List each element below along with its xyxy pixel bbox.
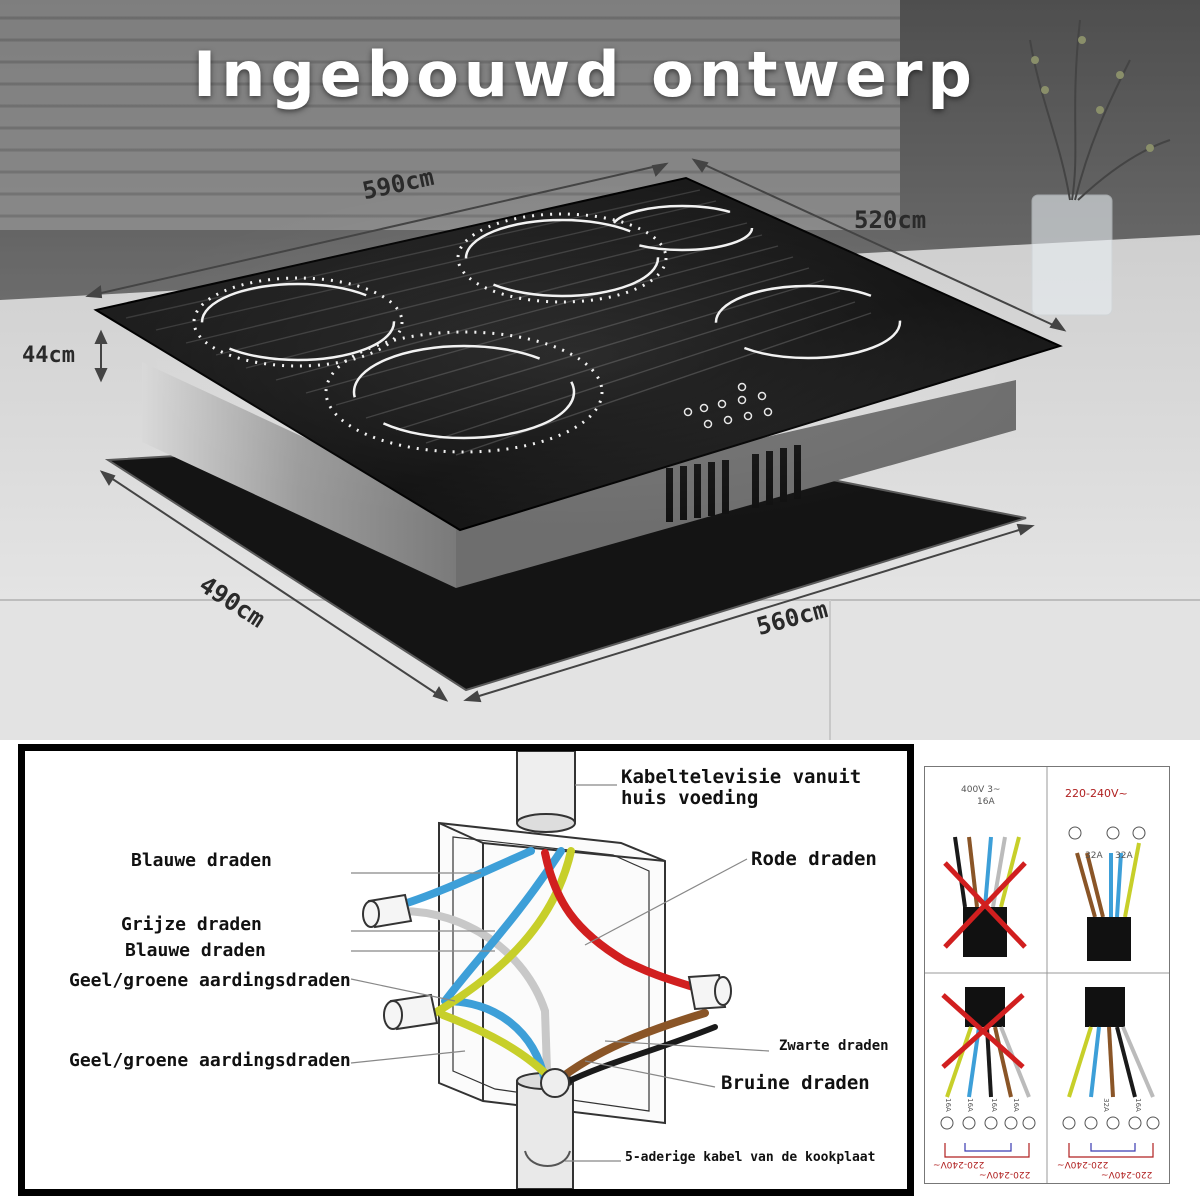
cable-gland [540, 1068, 570, 1098]
label-blue-wires-2: Blauwe draden [125, 940, 266, 961]
label-black-wires: Zwarte draden [779, 1038, 889, 1054]
hob-illustration [0, 0, 1200, 740]
cooking-zones [192, 204, 902, 454]
panel-top-left [943, 836, 1027, 957]
label-grey-wires: Grijze draden [121, 914, 262, 935]
dimension-arrows [85, 158, 1067, 703]
br-fuse-a: 32A [1101, 1098, 1110, 1112]
label-earth-wires-1: Geel/groene aardingsdraden [69, 970, 351, 991]
earth-wire-1 [431, 847, 575, 1017]
earth-wire-2 [439, 1011, 557, 1085]
label-brown-wires: Bruine draden [721, 1072, 870, 1094]
dim-top-depth: 520cm [854, 206, 927, 234]
label-hob-cable: 5-aderige kabel van de kookplaat [625, 1150, 876, 1165]
wire-connectors [362, 893, 732, 1031]
bl-fuse-b: 16A [965, 1098, 974, 1112]
bottom-voltage-3: 220-240V~ [1057, 1159, 1109, 1169]
dim-height: 44cm [22, 343, 75, 368]
tl-fuse: 16A [977, 797, 995, 807]
panel-bottom-right [1067, 987, 1155, 1158]
hob-conduit [516, 1080, 574, 1189]
leader-lines [350, 784, 770, 1162]
black-wire [562, 1024, 718, 1086]
page-title: Ingebouwd ontwerp [193, 38, 977, 111]
bl-fuse-c: 16A [989, 1098, 998, 1112]
tl-voltage: 400V 3~ [961, 785, 1001, 795]
zone-left [200, 282, 396, 362]
touch-controls [683, 382, 773, 429]
hob-installation-scene: Ingebouwd ontwerp 590cm 520cm 44cm 490cm… [0, 0, 1200, 740]
zone-back-right [610, 204, 754, 252]
zone-front [352, 344, 576, 440]
bl-fuse-a: 16A [943, 1098, 952, 1112]
junction-box-wiring-diagram: Kabeltelevisie vanuit huis voeding Blauw… [18, 744, 914, 1196]
blue-wire-upper [397, 847, 535, 909]
supply-conduit [516, 751, 576, 822]
connection-options-illustration [925, 767, 1169, 1183]
tr-fuse-a: 32A [1085, 851, 1103, 861]
wiring-illustration [350, 751, 770, 1189]
tr-voltage: 220-240V~ [1065, 787, 1128, 800]
panel-bottom-left [941, 987, 1031, 1158]
panel-top-right [1068, 826, 1146, 961]
connection-options-panel: 400V 3~ 16A 220-240V~ 32A 32A 16A 16A 16… [924, 766, 1170, 1184]
bl-fuse-d: 16A [1011, 1098, 1020, 1112]
bottom-voltage-1: 220-240V~ [933, 1159, 985, 1169]
red-wire [541, 849, 697, 991]
bottom-voltage-4: 220-240V~ [1101, 1169, 1153, 1179]
bottom-voltage-2: 220-240V~ [979, 1169, 1031, 1179]
label-supply-cable: Kabeltelevisie vanuit huis voeding [621, 766, 862, 809]
label-blue-wires-1: Blauwe draden [131, 850, 272, 871]
label-red-wires: Rode draden [751, 848, 877, 870]
zone-back [464, 218, 660, 298]
br-fuse-b: 16A [1133, 1098, 1142, 1112]
label-earth-wires-2: Geel/groene aardingsdraden [69, 1050, 351, 1071]
tr-fuse-b: 32A [1115, 851, 1133, 861]
zone-right [714, 284, 902, 360]
